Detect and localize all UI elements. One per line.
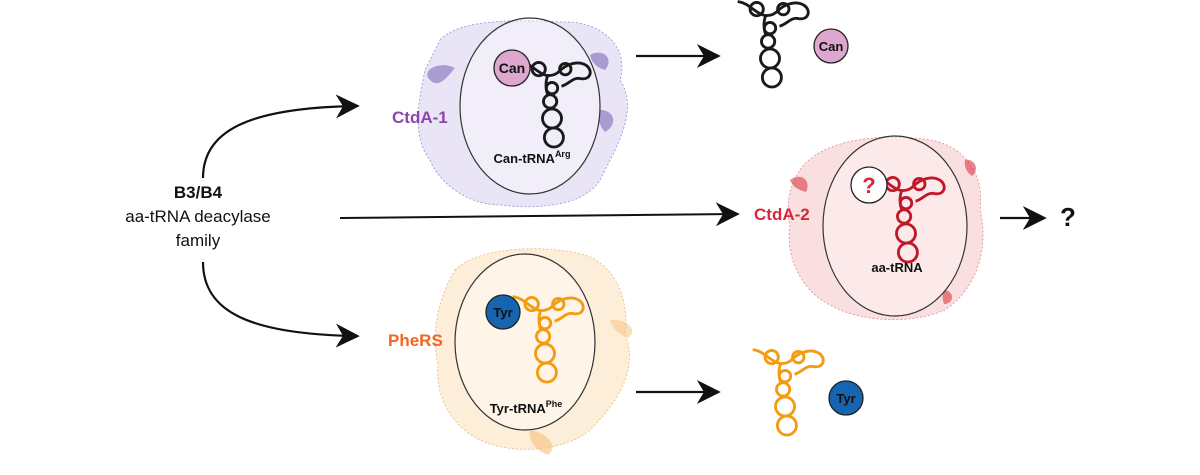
ctda1-protein-surface <box>417 20 628 208</box>
phers-substrate-label: Tyr-tRNAPhe <box>490 399 563 416</box>
ctda1-substrate-label: Can-tRNAArg <box>494 149 571 166</box>
phers-protein-surface <box>434 248 633 455</box>
ctda1-bound-can-label: Can <box>499 60 525 76</box>
ctda1-free-can-badge: Can <box>813 28 849 64</box>
ctda2-binding-circle <box>822 135 968 317</box>
phers-free-tyr-label: Tyr <box>836 391 855 406</box>
ctda1-free-can-label: Can <box>819 39 844 54</box>
family-name-bold: B3/B4 <box>174 183 223 202</box>
phers-bound-tyr-label: Tyr <box>493 305 512 320</box>
ctda2-unknown-outcome: ? <box>1060 202 1076 232</box>
ctda1-bound-can-badge: Can <box>493 49 531 87</box>
ctda1-binding-circle <box>459 17 601 195</box>
phers-free-tyr-badge: Tyr <box>828 380 864 416</box>
phers-free-trna <box>751 348 825 437</box>
phers-bound-tyr-badge: Tyr <box>485 294 521 330</box>
phers-substrate-sup: Phe <box>546 399 563 409</box>
ctda1-substrate-sup: Arg <box>555 149 571 159</box>
ctda2-substrate-label: aa-tRNA <box>871 260 923 275</box>
phers-enzyme-label: PheRS <box>388 331 443 350</box>
ctda2-unknown-aa-badge: ? <box>850 166 888 204</box>
ctda2-unknown-aa-label: ? <box>862 173 875 198</box>
arrow-to-ctda2 <box>339 202 740 227</box>
ctda1-enzyme-label: CtdA-1 <box>392 108 448 127</box>
ctda2-protein-surface <box>787 136 984 321</box>
ctda2-enzyme-label: CtdA-2 <box>754 205 810 224</box>
ctda1-substrate-base: Can-tRNA <box>494 151 556 166</box>
phers-substrate-base: Tyr-tRNA <box>490 401 547 416</box>
arrow-to-ctda1 <box>201 94 360 179</box>
ctda1-free-trna <box>736 0 810 89</box>
family-name-line3: family <box>176 231 221 250</box>
arrow-to-phers <box>201 261 360 348</box>
family-name-line2: aa-tRNA deacylase <box>125 207 271 226</box>
